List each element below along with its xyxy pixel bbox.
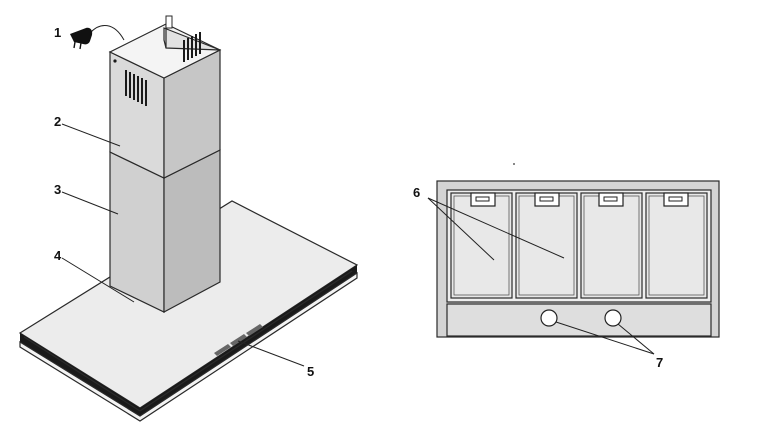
control-button <box>246 324 263 336</box>
callout-3: 3 <box>54 182 61 197</box>
callout-4: 4 <box>54 248 62 263</box>
lamp <box>604 309 622 327</box>
filter-handle <box>663 192 689 207</box>
vent-slots-side <box>183 32 201 62</box>
control-button <box>230 334 247 346</box>
print-dot <box>513 163 515 165</box>
mounting-bracket <box>165 15 173 29</box>
lamp <box>540 309 558 327</box>
grease-filter <box>450 192 513 299</box>
filter-handle <box>470 192 496 207</box>
canopy-lower-lip <box>19 271 358 422</box>
power-plug-icon <box>70 25 125 50</box>
control-button <box>214 344 231 356</box>
callout-7: 7 <box>656 355 663 370</box>
filter-handle <box>534 192 560 207</box>
grease-filter <box>645 192 708 299</box>
canopy-side-trim <box>140 265 357 416</box>
grease-filter <box>515 192 578 299</box>
lower-chimney-front <box>109 151 165 313</box>
light-strip <box>446 303 712 337</box>
hood-perspective-view <box>18 15 359 422</box>
control-panel <box>214 324 263 356</box>
hood-underside-view <box>427 163 720 355</box>
callout-5: 5 <box>307 364 314 379</box>
filter-handle <box>598 192 624 207</box>
grease-filter <box>580 192 643 299</box>
screw-hole <box>113 59 117 63</box>
callout-2: 2 <box>54 114 61 129</box>
vent-slots-front <box>125 70 147 106</box>
callout-1: 1 <box>54 25 61 40</box>
callout-6: 6 <box>413 185 420 200</box>
